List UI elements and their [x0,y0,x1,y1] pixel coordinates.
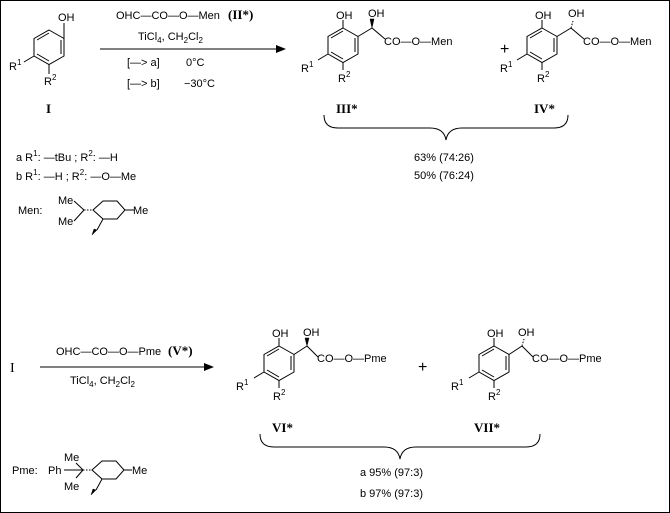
reagent-label-V: (V*) [168,343,193,358]
svg-text:Me: Me [64,481,79,493]
svg-text:Pme:: Pme: [12,465,38,477]
product-IV: OH OH CO—O—Men R1 R2 IV* [500,8,651,116]
oh-label: OH [58,12,75,24]
compound-label-III: III* [336,101,358,116]
temp-b: −30°C [184,78,215,90]
arrow-head-2 [204,363,214,371]
svg-text:OH: OH [368,8,385,20]
svg-text:Me: Me [132,465,147,477]
svg-text:Me: Me [64,452,79,464]
substituent-b: b R1: —H ; R2: —O—Me [16,168,136,183]
yield-b-2: b 97% (97:3) [360,488,423,500]
svg-text:R1: R1 [236,378,249,393]
svg-text:OH: OH [487,328,504,340]
start-material-1: OH R1 R2 I [9,12,75,116]
plus-sign-1: + [500,41,509,58]
compound-label-IV: IV* [534,101,555,116]
svg-text:R1: R1 [301,60,314,75]
compound-label-VII: VII* [474,420,500,435]
svg-text:Me: Me [133,205,148,217]
svg-text:OH: OH [272,328,289,340]
compound-label-I: I [46,101,51,116]
start-label-2: I [10,361,15,376]
yield-b-1: 50% (76:24) [414,170,474,182]
product-VII: OH OH CO—O—Pme R1 R2 VII* [451,327,602,435]
condition-b: [—> b] [127,78,160,90]
menthyl-structure: Men: Me Me Me [18,195,148,236]
svg-text:R1: R1 [9,58,22,73]
product-VI: OH OH CO—O—Pme R1 R2 VI* [236,327,387,435]
svg-text:OH: OH [518,327,535,339]
svg-text:Men:: Men: [18,205,42,217]
product-brace-1 [323,114,569,141]
svg-text:OH: OH [336,10,353,22]
reagent-II: OHC—CO—O—Men [116,10,220,22]
yield-a-1: 63% (74:26) [414,152,474,164]
svg-text:R2: R2 [44,73,57,88]
pme-structure: Pme: Ph Me Me Me [12,452,147,496]
product-III: OH OH CO—O—Men R1 R2 III* [301,8,452,116]
svg-text:TiCl4, CH2Cl2: TiCl4, CH2Cl2 [138,31,203,45]
yield-a-2: a 95% (97:3) [360,467,423,479]
svg-text:Me: Me [58,216,73,228]
svg-text:CO—O—Men: CO—O—Men [384,36,452,48]
svg-text:R2: R2 [273,388,286,403]
svg-text:TiCl4, CH2Cl2: TiCl4, CH2Cl2 [70,375,135,389]
arrow-head-1 [276,45,286,53]
svg-text:R2: R2 [338,70,351,85]
svg-text:OH: OH [568,8,585,20]
svg-text:R2: R2 [488,388,501,403]
svg-text:OH: OH [303,327,320,339]
compound-label-VI: VI* [272,420,293,435]
product-brace-2 [259,433,541,460]
svg-text:OH: OH [535,10,552,22]
plus-sign-2: + [418,359,427,376]
svg-text:R1: R1 [451,378,464,393]
svg-text:R2: R2 [537,70,550,85]
reagent-V: OHC—CO—O—Pme [56,346,161,358]
svg-text:CO—O—Pme: CO—O—Pme [532,353,602,365]
svg-text:Me: Me [58,195,73,207]
reagent-label-II: (II*) [228,7,253,22]
svg-text:R1: R1 [500,60,513,75]
svg-text:CO—O—Pme: CO—O—Pme [317,353,387,365]
condition-a: [—> a] [127,57,160,69]
svg-text:CO—O—Men: CO—O—Men [583,36,651,48]
svg-text:Ph: Ph [48,465,61,477]
temp-a: 0°C [186,57,205,69]
substituent-a: a R1: —tBu ; R2: —H [16,149,118,164]
